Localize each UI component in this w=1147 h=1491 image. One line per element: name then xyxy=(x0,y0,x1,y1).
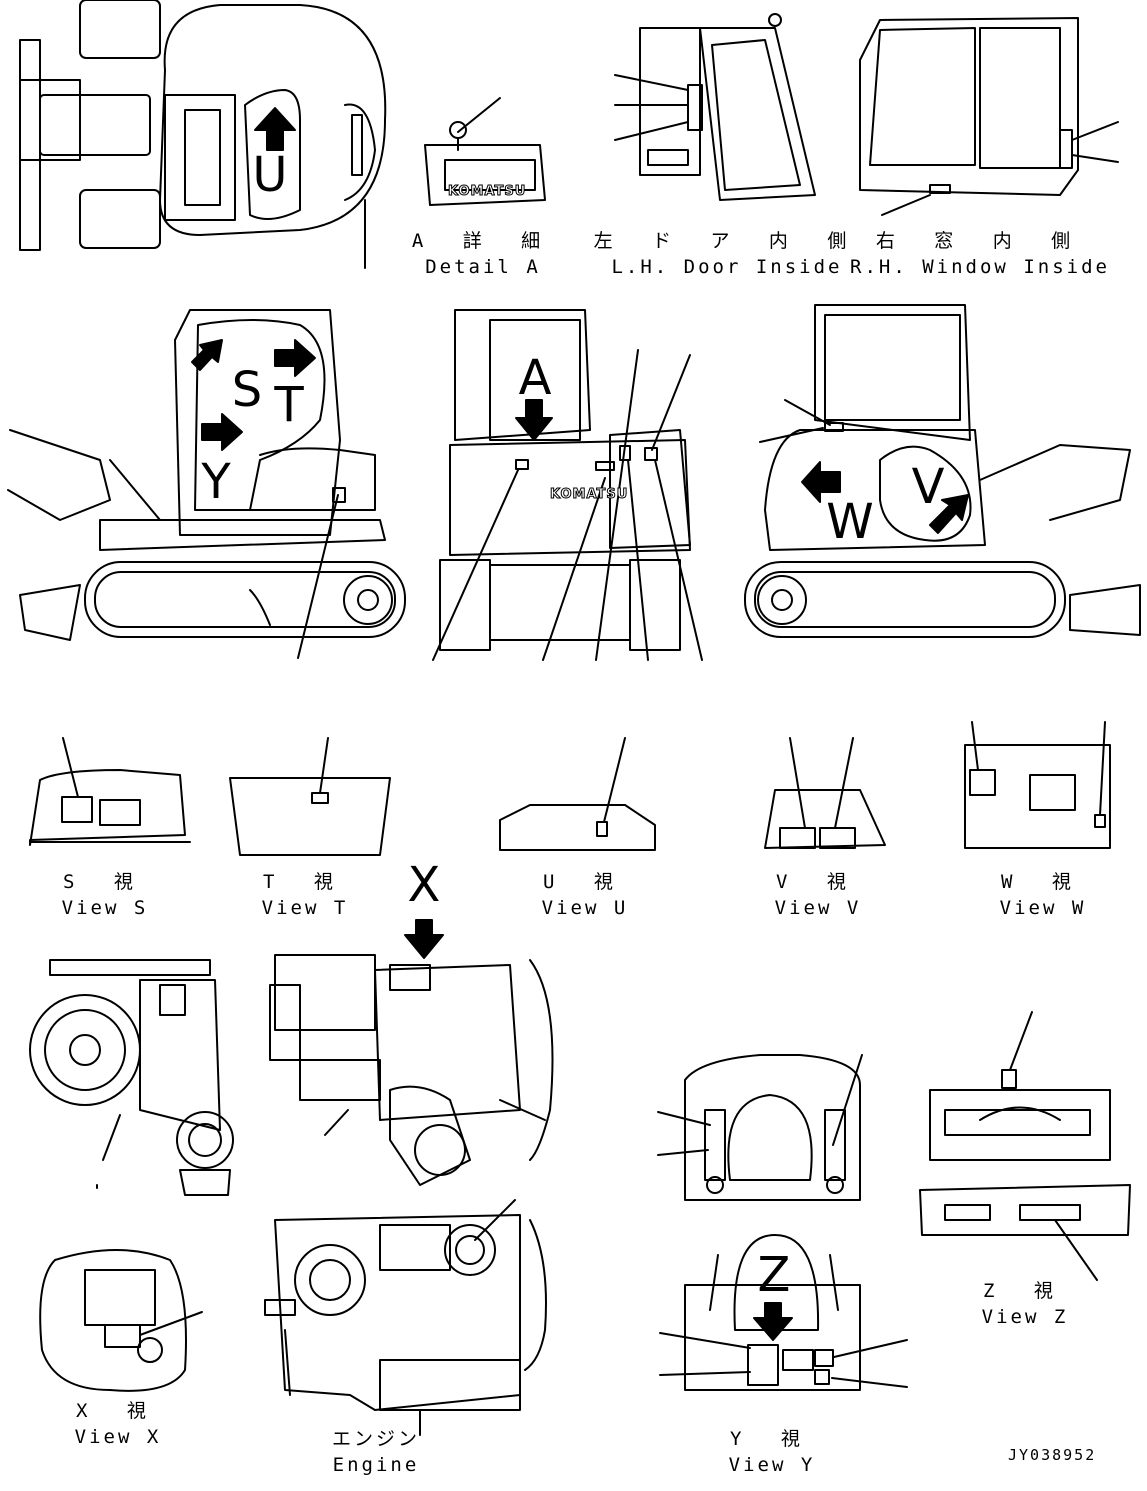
caption-view-v-jp: V 視 xyxy=(776,871,860,893)
view-x-drawing xyxy=(39,1249,203,1392)
view-letter-z: Z xyxy=(757,1247,791,1303)
view-y-bottom-drawing xyxy=(659,1234,908,1391)
caption-lh-door-en: L.H. Door Inside xyxy=(611,256,843,278)
caption-view-s-en: View S xyxy=(61,897,149,919)
rh-window-drawing xyxy=(859,17,1119,216)
view-letter-v: V xyxy=(911,459,945,515)
caption-view-u-en: View U xyxy=(541,897,629,919)
lh-door-drawing xyxy=(614,13,816,201)
drawing-code: JY038952 xyxy=(1008,1446,1097,1464)
caption-view-u-jp: U 視 xyxy=(543,871,627,893)
caption-rh-window-en: R.H. Window Inside xyxy=(850,256,1110,278)
caption-view-x-jp: X 視 xyxy=(76,1400,160,1422)
caption-detail-a-jp: A 詳 細 xyxy=(411,230,555,252)
view-w-drawing xyxy=(964,721,1111,849)
view-letter-t: T xyxy=(274,377,304,433)
engine-side-view xyxy=(269,954,554,1186)
view-letter-s: S xyxy=(231,362,263,418)
view-y-top-drawing xyxy=(657,1054,863,1201)
caption-view-v-en: View V xyxy=(774,897,862,919)
engine-front-view xyxy=(264,1199,547,1436)
caption-view-u: U 視 View U xyxy=(542,869,629,921)
detail-a-drawing xyxy=(424,97,546,206)
caption-view-y: Y 視 View Y xyxy=(729,1426,816,1478)
caption-detail-a: A 詳 細 Detail A xyxy=(412,228,554,280)
caption-lh-door: 左 ド ア 内 側 L.H. Door Inside xyxy=(594,228,861,280)
caption-view-s: S 視 View S xyxy=(62,869,149,921)
caption-view-z-en: View Z xyxy=(981,1306,1069,1328)
caption-view-t-jp: T 視 xyxy=(263,871,347,893)
view-letter-x: X xyxy=(407,857,441,913)
view-letter-u: U xyxy=(252,147,288,203)
caption-view-t: T 視 View T xyxy=(262,869,349,921)
caption-view-v: V 視 View V xyxy=(775,869,862,921)
caption-view-x-en: View X xyxy=(74,1426,162,1448)
engine-flywheel-view xyxy=(29,959,234,1196)
caption-view-s-jp: S 視 xyxy=(63,871,147,893)
caption-view-y-jp: Y 視 xyxy=(730,1428,814,1450)
caption-view-x: X 視 View X xyxy=(75,1398,162,1450)
caption-engine: エンジン Engine xyxy=(332,1426,420,1478)
caption-engine-jp: エンジン xyxy=(331,1428,421,1450)
caption-rh-window: 右 窓 内 側 R.H. Window Inside xyxy=(850,228,1110,280)
left-side-machine xyxy=(7,309,406,659)
caption-lh-door-jp: 左 ド ア 内 側 xyxy=(593,230,861,252)
view-letter-w: W xyxy=(826,494,874,550)
view-v-drawing xyxy=(764,737,886,849)
view-letter-y: Y xyxy=(201,454,231,510)
caption-rh-window-jp: 右 窓 内 側 xyxy=(875,230,1085,252)
view-z-drawing xyxy=(919,1011,1131,1281)
view-letter-a: A xyxy=(518,350,552,406)
caption-detail-a-en: Detail A xyxy=(425,256,541,278)
caption-view-z: Z 視 View Z xyxy=(982,1278,1069,1330)
view-x-arrow xyxy=(404,919,444,959)
view-t-drawing xyxy=(229,737,391,856)
top-view-machine xyxy=(19,0,387,269)
caption-view-z-jp: Z 視 xyxy=(983,1280,1067,1302)
caption-view-w-jp: W 視 xyxy=(1001,871,1085,893)
caption-view-w-en: View W xyxy=(999,897,1087,919)
caption-view-y-en: View Y xyxy=(728,1454,816,1476)
caption-view-w: W 視 View W xyxy=(1000,869,1087,921)
view-s-drawing xyxy=(29,737,191,846)
brand-logo-detail-a: KOMATSU xyxy=(447,184,527,200)
brand-logo-rear: KOMATSU xyxy=(549,487,629,503)
view-u-drawing xyxy=(499,737,656,851)
caption-view-t-en: View T xyxy=(261,897,349,919)
rear-machine xyxy=(432,309,703,661)
caption-engine-en: Engine xyxy=(332,1454,420,1476)
right-side-machine xyxy=(744,304,1141,638)
